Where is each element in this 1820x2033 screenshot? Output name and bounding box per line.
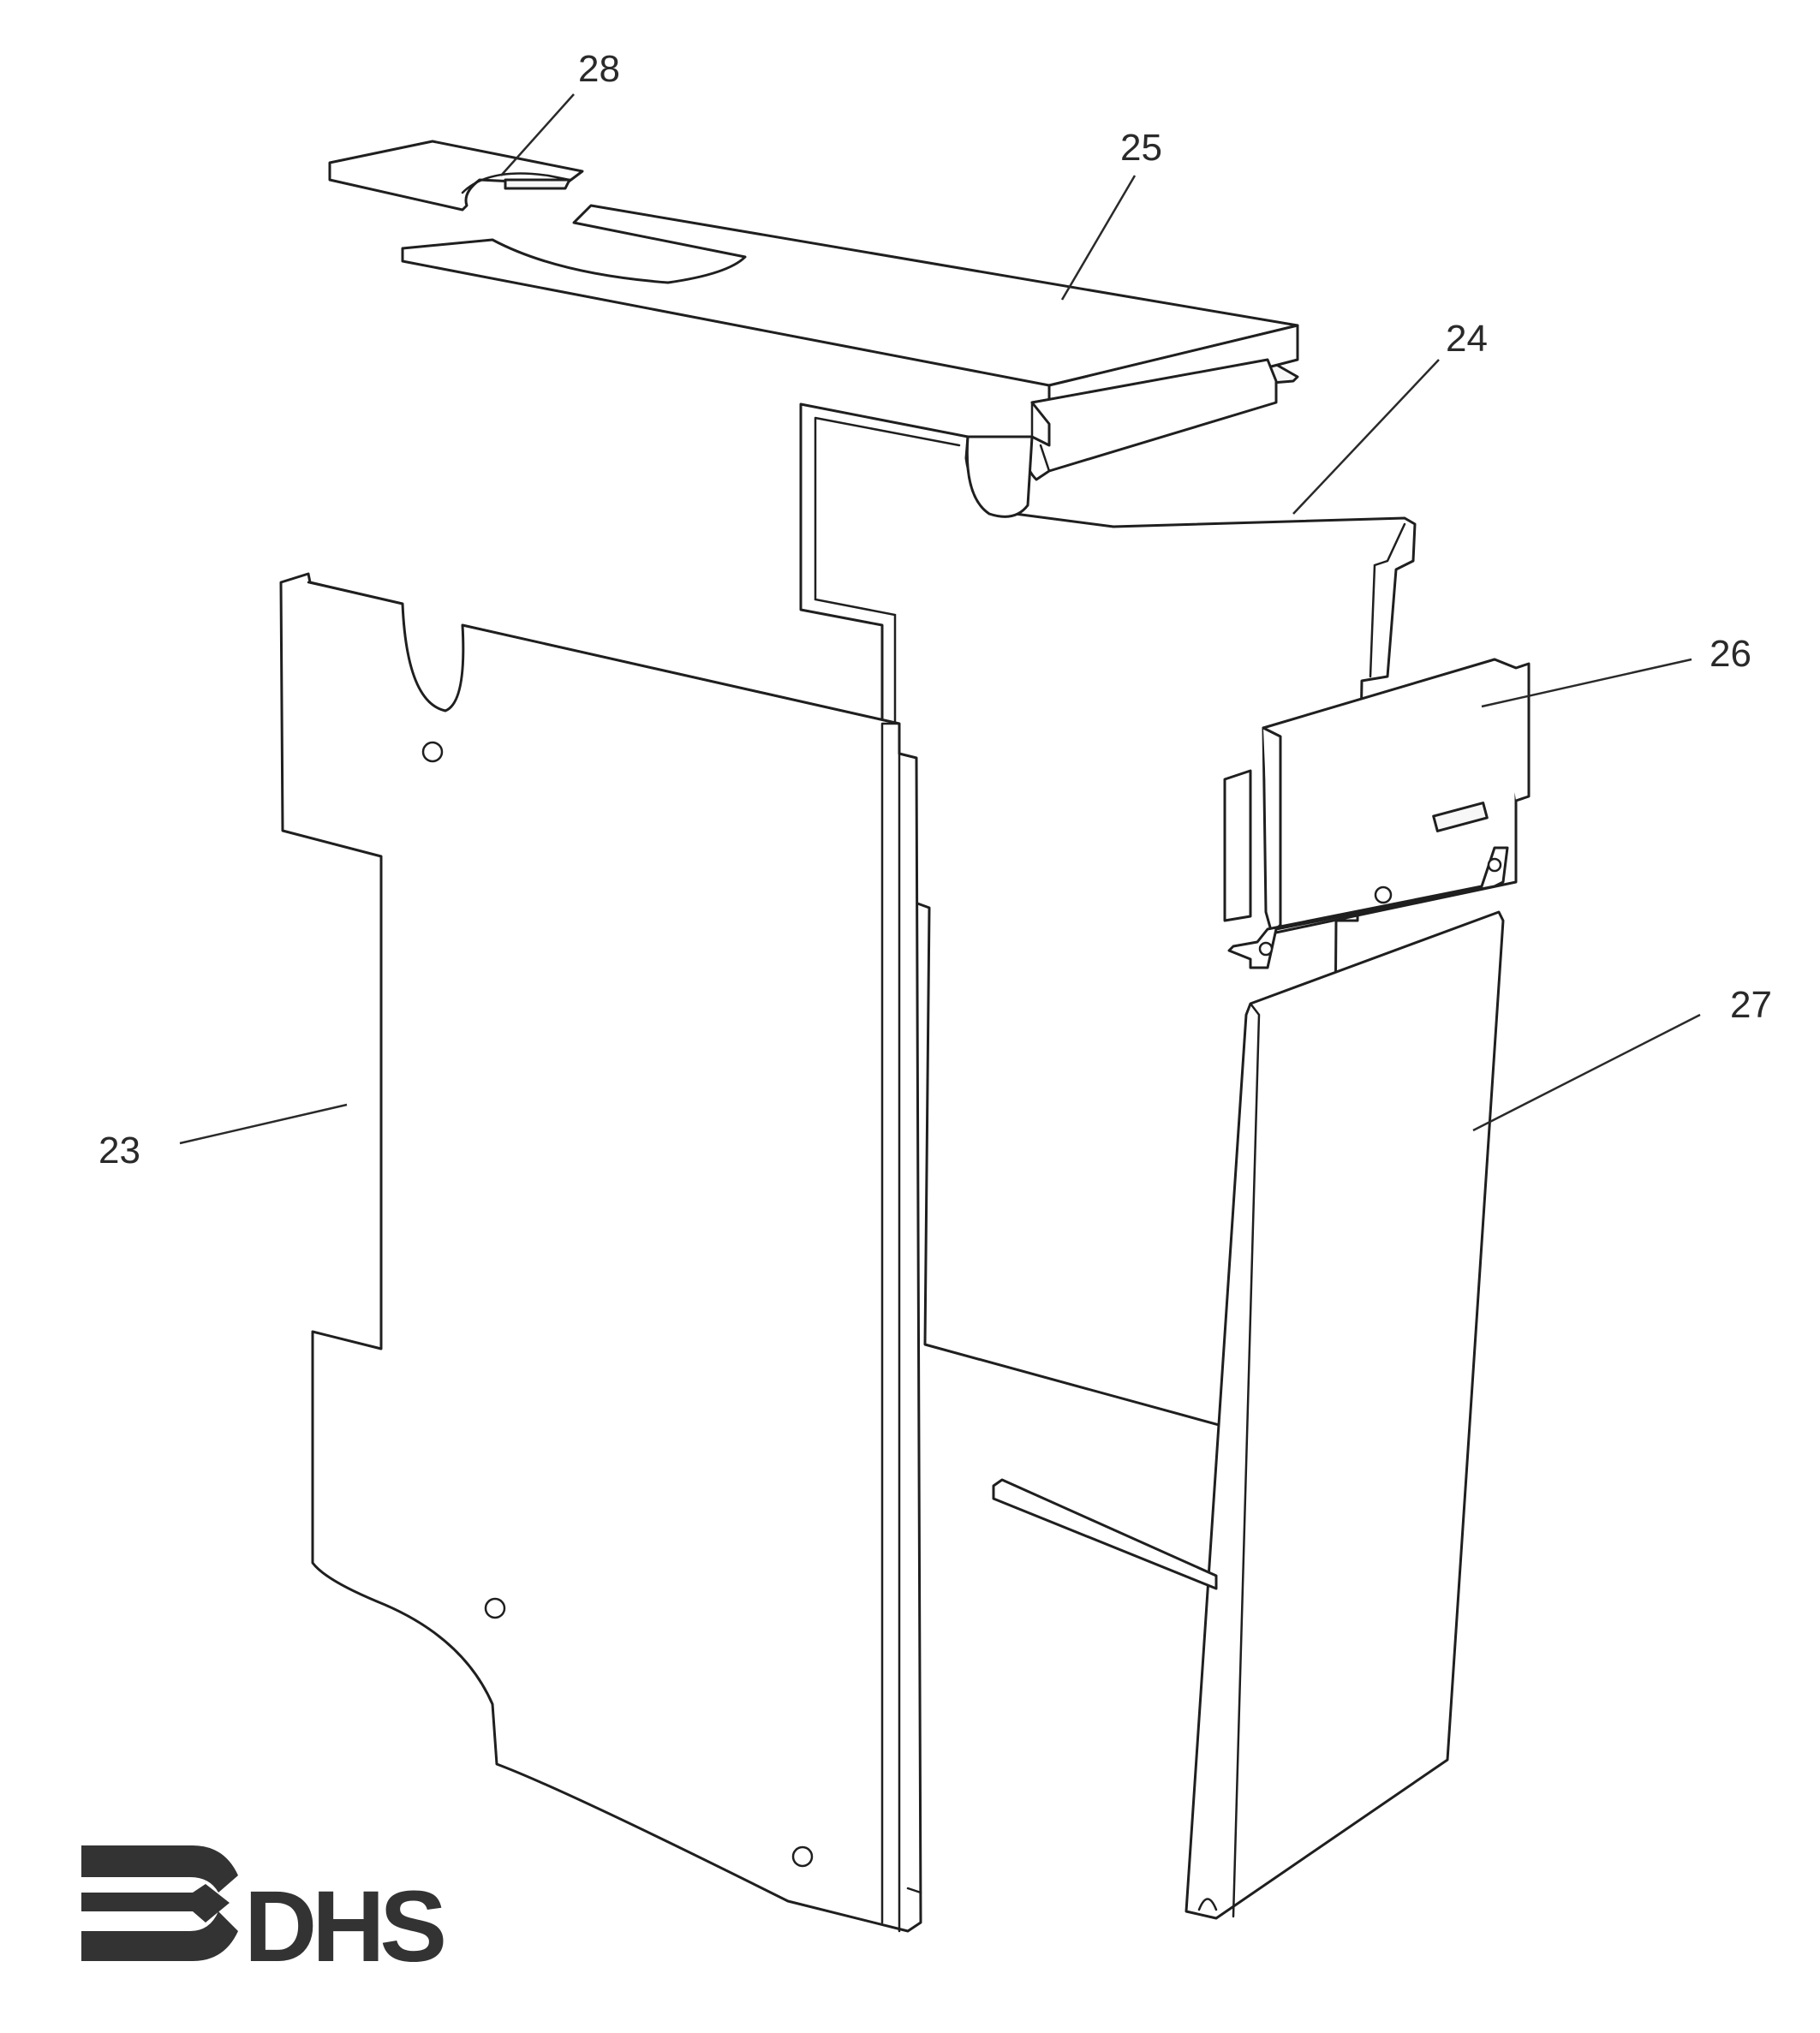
callout-27: 27 — [1730, 984, 1772, 1026]
leader-lines — [179, 93, 1701, 1145]
screw-icon — [421, 741, 444, 763]
dhs-logo: DHS — [81, 1845, 449, 1983]
screw-icon — [791, 1845, 814, 1868]
part-27-door-panel — [992, 910, 1505, 1920]
part-23-side-panel — [279, 572, 922, 1933]
callout-24: 24 — [1446, 318, 1488, 360]
logo-wordmark: DHS — [244, 1870, 444, 1983]
callout-23: 23 — [98, 1130, 140, 1172]
screw-icon — [1258, 941, 1274, 957]
callout-26: 26 — [1710, 633, 1751, 675]
screw-icon — [1374, 885, 1393, 904]
logo-arrow-icon — [81, 1845, 238, 1961]
part-26-crossmember — [1223, 658, 1531, 969]
callout-28: 28 — [578, 48, 620, 90]
part-25-top-plate — [401, 204, 1299, 518]
screw-icon — [484, 1597, 506, 1619]
screw-icon — [1487, 857, 1502, 873]
callout-25: 25 — [1120, 127, 1162, 169]
part-28-top-cap — [328, 140, 584, 212]
